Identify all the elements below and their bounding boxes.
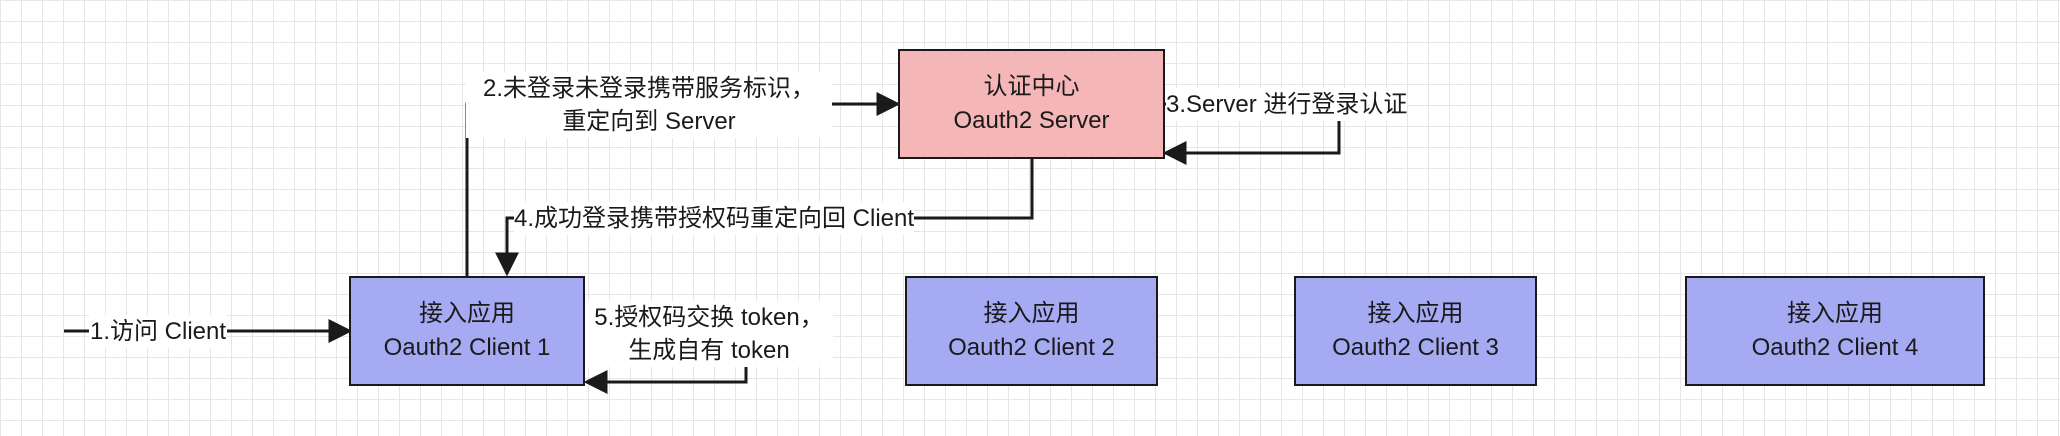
edge-step2-label: 2.未登录未登录携带服务标识， 重定向到 Server (466, 72, 832, 138)
node-subtitle: Oauth2 Client 2 (948, 334, 1115, 361)
client-3-node[interactable]: 接入应用 Oauth2 Client 3 (1294, 276, 1537, 386)
client-2-node[interactable]: 接入应用 Oauth2 Client 2 (905, 276, 1158, 386)
client-1-node[interactable]: 接入应用 Oauth2 Client 1 (349, 276, 585, 386)
node-title: 接入应用 (1367, 300, 1464, 327)
edge-step5-label: 5.授权码交换 token， 生成自有 token (585, 301, 833, 367)
node-subtitle: Oauth2 Client 3 (1332, 334, 1499, 361)
node-title: 接入应用 (419, 300, 515, 327)
node-title: 认证中心 (983, 73, 1080, 100)
node-subtitle: Oauth2 Client 1 (383, 334, 551, 361)
edge-step3-label: 3.Server 进行登录认证 (1166, 88, 1408, 121)
client-4-node[interactable]: 接入应用 Oauth2 Client 4 (1685, 276, 1985, 386)
node-title: 接入应用 (1787, 300, 1883, 327)
auth-server-node[interactable]: 认证中心 Oauth2 Server (898, 49, 1165, 159)
edge-step1-label: 1.访问 Client (89, 315, 228, 348)
node-subtitle: Oauth2 Server (953, 107, 1110, 134)
node-title: 接入应用 (983, 300, 1080, 327)
edge-step4-label: 4.成功登录携带授权码重定向回 Client (514, 202, 915, 235)
node-subtitle: Oauth2 Client 4 (1751, 334, 1919, 361)
